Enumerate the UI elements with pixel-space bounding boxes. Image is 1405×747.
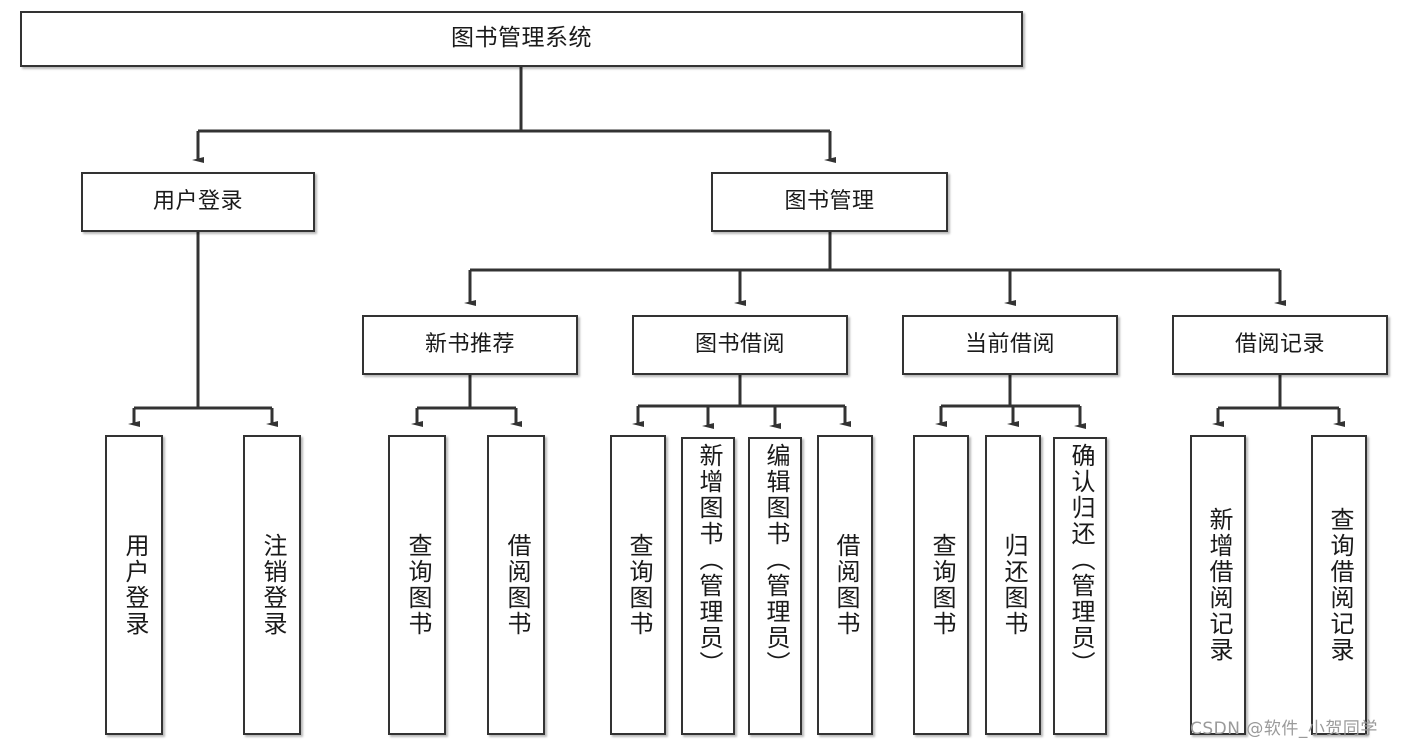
node-leaf-edit-book-admin[interactable]: 编辑图书（管理员）: [748, 437, 802, 735]
node-leaf-query-borrow-record[interactable]: 查询借阅记录: [1311, 435, 1367, 735]
node-book-manage[interactable]: 图书管理: [711, 172, 948, 232]
node-label: 当前借阅: [964, 332, 1055, 358]
node-label: 用户登录: [120, 533, 149, 637]
node-user-login[interactable]: 用户登录: [81, 172, 315, 232]
node-borrow-record[interactable]: 借阅记录: [1172, 315, 1388, 375]
node-label: 新增图书（管理员）: [694, 443, 723, 677]
node-label: 归还图书: [999, 533, 1028, 637]
node-leaf-borrow-book[interactable]: 借阅图书: [817, 435, 873, 735]
node-current-borrow[interactable]: 当前借阅: [902, 315, 1118, 375]
node-label: 借阅图书: [502, 533, 531, 637]
node-label: 图书管理系统: [451, 25, 592, 52]
node-root-system[interactable]: 图书管理系统: [20, 11, 1023, 67]
node-label: 确认归还（管理员）: [1066, 443, 1095, 677]
node-new-book-recommend[interactable]: 新书推荐: [362, 315, 578, 375]
node-label: 借阅图书: [831, 533, 860, 637]
node-label: 图书管理: [784, 189, 875, 215]
node-leaf-add-borrow-record[interactable]: 新增借阅记录: [1190, 435, 1246, 735]
node-label: 查询图书: [403, 533, 432, 637]
node-label: 新增借阅记录: [1204, 507, 1233, 663]
node-leaf-query-book-current[interactable]: 查询图书: [913, 435, 969, 735]
node-leaf-user-login[interactable]: 用户登录: [105, 435, 163, 735]
node-leaf-borrow-book-recommend[interactable]: 借阅图书: [487, 435, 545, 735]
node-label: 编辑图书（管理员）: [761, 443, 790, 677]
node-leaf-confirm-return-admin[interactable]: 确认归还（管理员）: [1053, 437, 1107, 735]
node-leaf-query-book-recommend[interactable]: 查询图书: [388, 435, 446, 735]
node-label: 图书借阅: [694, 332, 785, 358]
node-leaf-user-logout[interactable]: 注销登录: [243, 435, 301, 735]
node-label: 注销登录: [258, 533, 287, 637]
node-label: 新书推荐: [424, 332, 515, 358]
watermark-text: CSDN @软件_小贺同学: [1190, 719, 1378, 739]
node-leaf-query-book-borrow[interactable]: 查询图书: [610, 435, 666, 735]
node-book-borrow[interactable]: 图书借阅: [632, 315, 848, 375]
node-label: 查询图书: [927, 533, 956, 637]
node-label: 借阅记录: [1234, 332, 1325, 358]
node-leaf-add-book-admin[interactable]: 新增图书（管理员）: [681, 437, 735, 735]
node-leaf-return-book[interactable]: 归还图书: [985, 435, 1041, 735]
node-label: 查询借阅记录: [1325, 507, 1354, 663]
node-label: 用户登录: [152, 189, 243, 215]
node-label: 查询图书: [624, 533, 653, 637]
